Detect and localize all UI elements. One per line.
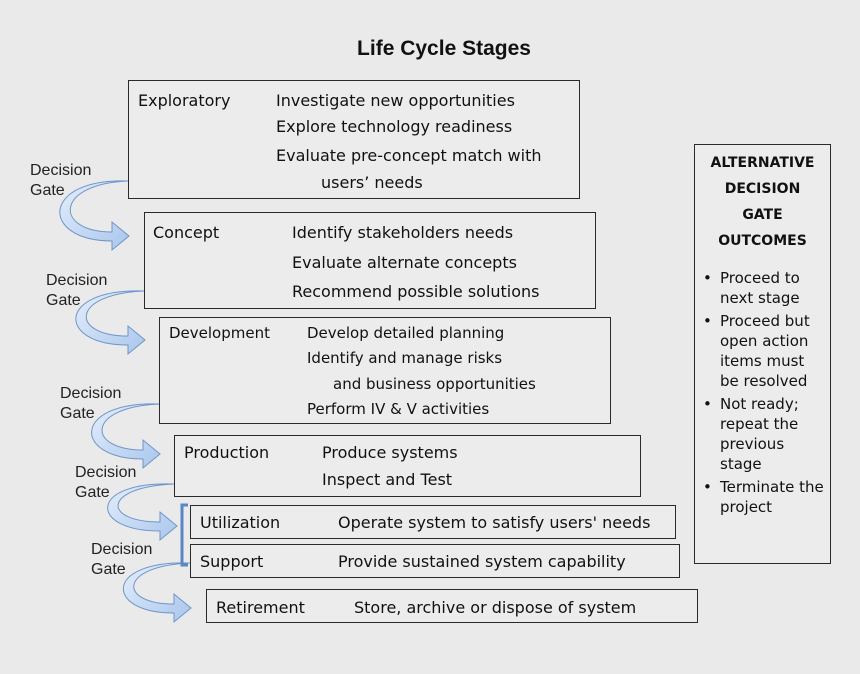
arrow-icon — [91, 403, 161, 470]
bullet-icon: • — [703, 478, 712, 496]
bullet-icon: • — [703, 269, 712, 287]
arrow-icon — [122, 562, 192, 624]
stage-activity: Identify stakeholders needs — [292, 223, 514, 242]
stage-production: Production Produce systems Inspect and T… — [174, 435, 641, 497]
stage-activity: Provide sustained system capability — [338, 552, 626, 571]
stage-activity: Evaluate alternate concepts — [292, 253, 517, 272]
stage-name: Development — [169, 324, 270, 342]
list-item: •Not ready; repeat the previous stage — [703, 395, 799, 473]
stage-name: Production — [184, 443, 270, 462]
stage-name: Support — [200, 552, 264, 571]
arrow-icon — [75, 290, 146, 356]
stage-activity: Perform IV & V activities — [307, 400, 490, 418]
stage-development: Development Develop detailed planning Id… — [159, 317, 611, 424]
outcomes-list: •Proceed to next stage •Proceed but open… — [695, 268, 830, 517]
stage-activity: Recommend possible solutions — [292, 282, 540, 301]
stage-exploratory: Exploratory Investigate new opportunitie… — [128, 80, 580, 199]
bullet-icon: • — [703, 312, 712, 330]
stage-name: Exploratory — [138, 91, 231, 110]
stage-activity: Investigate new opportunities — [276, 91, 515, 110]
stage-activity: Develop detailed planning — [307, 324, 505, 342]
list-item: •Proceed but open action items must be r… — [703, 312, 810, 390]
alternative-outcomes-panel: ALTERNATIVE DECISION GATE OUTCOMES •Proc… — [694, 144, 831, 564]
stage-activity: Produce systems — [322, 443, 458, 462]
stage-utilization: Utilization Operate system to satisfy us… — [190, 505, 676, 539]
stage-activity: Store, archive or dispose of system — [354, 598, 637, 617]
stage-activity: Explore technology readiness — [276, 117, 513, 136]
arrow-icon — [107, 483, 178, 542]
stage-activity: Inspect and Test — [322, 470, 453, 489]
stage-name: Utilization — [200, 513, 281, 532]
stage-name: Concept — [153, 223, 220, 242]
outcomes-heading: ALTERNATIVE DECISION GATE OUTCOMES — [710, 155, 815, 249]
stage-retirement: Retirement Store, archive or dispose of … — [206, 589, 698, 623]
stage-name: Retirement — [216, 598, 305, 617]
stage-activity: Operate system to satisfy users' needs — [338, 513, 651, 532]
diagram-title: Life Cycle Stages — [357, 37, 531, 60]
stage-activity: Evaluate pre-concept match with — [276, 146, 542, 165]
stage-concept: Concept Identify stakeholders needs Eval… — [144, 212, 596, 309]
stage-support: Support Provide sustained system capabil… — [190, 544, 680, 578]
arrow-icon — [59, 180, 130, 252]
bullet-icon: • — [703, 395, 712, 413]
list-item: •Terminate the project — [703, 478, 824, 516]
list-item: •Proceed to next stage — [703, 269, 800, 307]
stage-activity: and business opportunities — [333, 375, 536, 393]
stage-activity: Identify and manage risks — [307, 349, 503, 367]
utilization-support-bracket — [180, 503, 188, 567]
stage-activity: users’ needs — [321, 173, 423, 192]
